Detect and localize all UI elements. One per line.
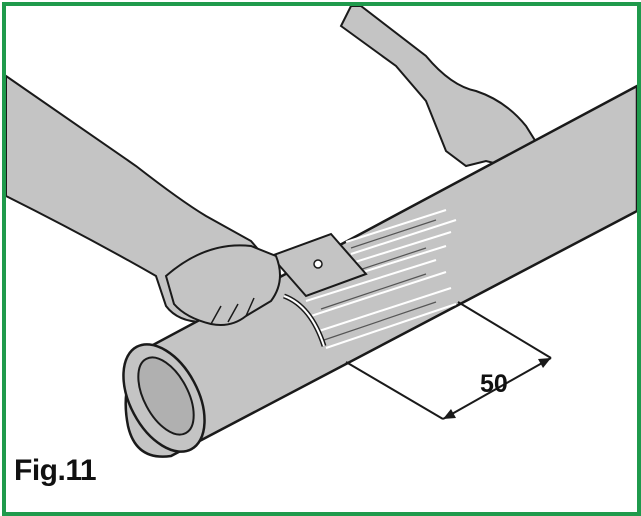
scraper-screw [313, 259, 323, 269]
left-hand-fingers [210, 297, 255, 325]
peeled-chip-highlight [283, 295, 325, 347]
dimension-arrow-top [538, 358, 551, 368]
figure-label: Fig.11 [14, 454, 97, 487]
dimension-label: 50 [480, 370, 508, 398]
dimension-arrow-bottom [443, 409, 456, 419]
pipe-end-inner [137, 356, 195, 436]
right-arm [339, 6, 554, 198]
dimension-lines [345, 301, 552, 420]
scraped-zone [305, 209, 457, 349]
pipe-scraping-illustration [6, 6, 637, 458]
